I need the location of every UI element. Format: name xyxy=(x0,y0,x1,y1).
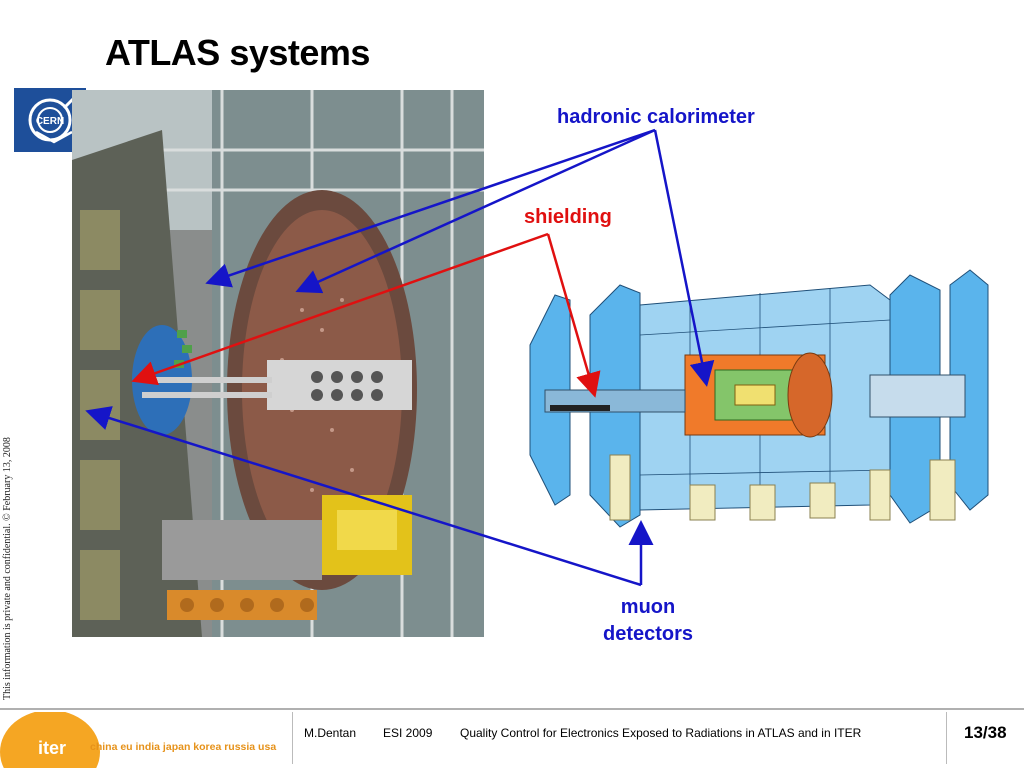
footer-event: ESI 2009 xyxy=(383,726,433,740)
iter-partners: china eu india japan korea russia usa xyxy=(90,741,276,753)
label-muon-detectors: muon detectors xyxy=(560,594,736,648)
footer-divider xyxy=(0,708,1024,710)
label-muon-line2: detectors xyxy=(602,623,694,645)
slide-title: ATLAS systems xyxy=(105,32,370,73)
label-muon-line1: muon xyxy=(620,596,676,618)
label-hadronic-calorimeter: hadronic calorimeter xyxy=(557,106,755,128)
atlas-cutaway-diagram xyxy=(510,255,990,540)
footer-author: M.Dentan xyxy=(304,726,357,740)
page-number: 13/38 xyxy=(964,723,1007,742)
footer-separator xyxy=(292,712,293,764)
footer-talk-title: Quality Control for Electronics Exposed … xyxy=(460,726,862,740)
confidential-note: This information is private and confiden… xyxy=(2,437,13,700)
iter-logo: iter china eu india japan korea russia u… xyxy=(0,710,290,773)
footer-separator xyxy=(946,712,947,764)
cern-logo-text: CERN xyxy=(36,116,64,127)
iter-logo-text: iter xyxy=(38,738,66,758)
atlas-photo xyxy=(72,90,484,637)
label-shielding: shielding xyxy=(524,206,612,228)
